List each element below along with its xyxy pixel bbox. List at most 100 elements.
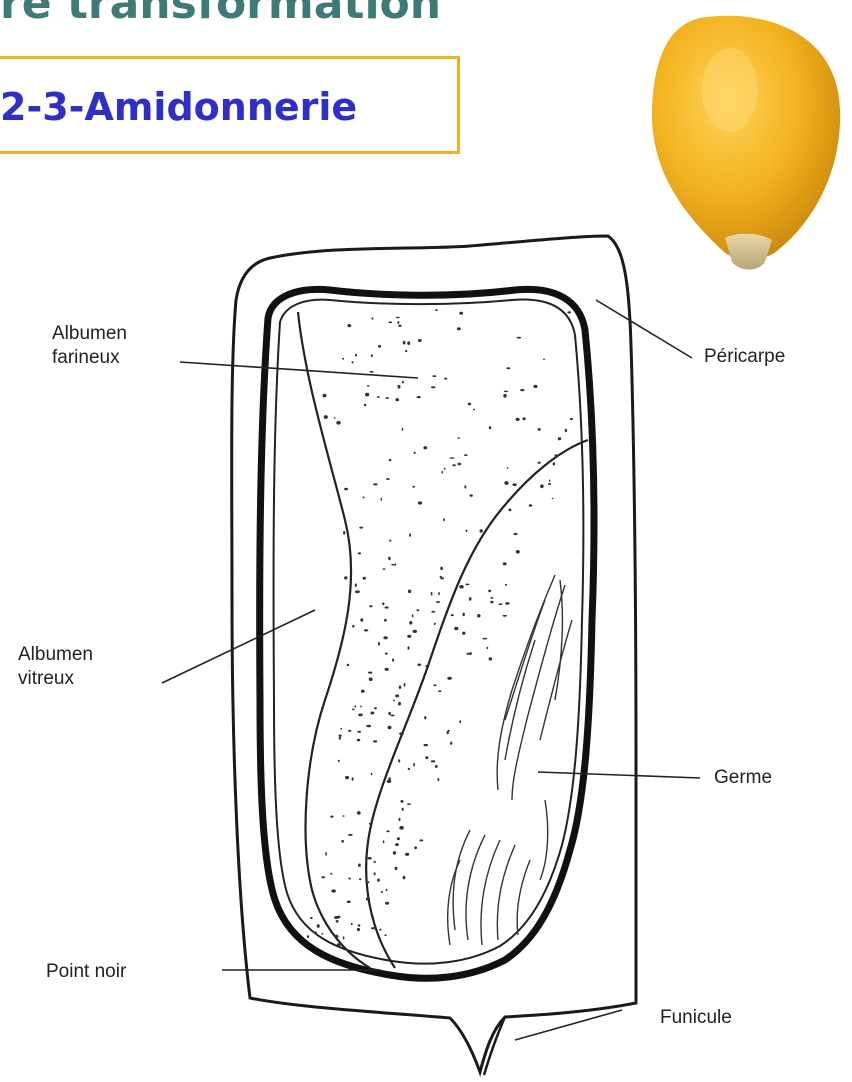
label-albumen-vitreux: Albumen vitreux <box>18 643 93 691</box>
texture-dot <box>432 375 436 377</box>
texture-dot <box>363 497 365 499</box>
texture-dot <box>381 498 383 501</box>
texture-dot <box>345 776 349 779</box>
texture-dot <box>436 601 440 603</box>
texture-dot <box>389 540 391 542</box>
texture-dot <box>405 853 409 856</box>
texture-dot <box>371 773 373 776</box>
texture-dot <box>400 800 403 803</box>
texture-dot <box>409 533 411 537</box>
texture-dot <box>331 889 336 892</box>
texture-dot <box>399 686 402 689</box>
texture-dot <box>407 803 411 805</box>
texture-dot <box>552 498 554 500</box>
texture-dot <box>368 881 370 883</box>
texture-dot <box>330 931 332 933</box>
texture-dot <box>388 712 391 716</box>
texture-dot <box>355 354 357 357</box>
texture-dot <box>386 478 390 480</box>
texture-dot <box>386 830 389 832</box>
texture-dot <box>440 576 442 578</box>
texture-dot <box>357 928 360 931</box>
texture-dot <box>324 415 328 419</box>
texture-dot <box>489 657 493 660</box>
texture-dot <box>347 664 350 666</box>
texture-dot <box>413 763 415 767</box>
texture-dot <box>399 818 401 821</box>
texture-dot <box>345 617 347 620</box>
texture-dot <box>347 901 351 904</box>
label-line: farineux <box>52 346 127 370</box>
texture-dot <box>368 857 372 860</box>
texture-dot <box>335 935 339 939</box>
texture-dot <box>462 632 465 635</box>
texture-dot <box>465 584 469 586</box>
texture-dot <box>533 385 537 388</box>
texture-dot <box>488 590 491 593</box>
texture-dot <box>395 694 399 697</box>
texture-dot <box>385 902 389 905</box>
texture-dot <box>398 325 401 327</box>
texture-dot <box>483 638 488 640</box>
texture-dot <box>371 354 373 357</box>
texture-dot <box>393 700 395 702</box>
texture-dot <box>341 728 343 730</box>
texture-dot <box>425 665 427 667</box>
label-point-noir: Point noir <box>46 960 126 984</box>
texture-dot <box>464 454 468 456</box>
texture-dot <box>555 454 558 456</box>
texture-dot <box>505 584 507 586</box>
texture-dot <box>522 417 525 420</box>
texture-dot <box>444 378 447 380</box>
texture-dot <box>310 917 313 919</box>
texture-dot <box>416 609 419 611</box>
texture-dot <box>359 527 363 529</box>
texture-dot <box>540 484 544 488</box>
texture-dot <box>378 345 381 348</box>
texture-dot <box>418 501 422 504</box>
texture-dot <box>513 483 517 486</box>
texture-dot <box>370 712 374 715</box>
texture-dot <box>395 398 399 401</box>
texture-dot <box>464 485 466 488</box>
texture-dot <box>357 739 360 742</box>
texture-dot <box>321 876 325 878</box>
texture-dot <box>372 917 374 919</box>
texture-dot <box>469 597 472 601</box>
texture-dot <box>504 481 508 485</box>
texture-dot <box>360 618 363 621</box>
texture-dot <box>382 603 384 606</box>
texture-dot <box>490 597 493 599</box>
texture-dot <box>358 864 361 867</box>
texture-dot <box>514 533 518 535</box>
texture-dot <box>490 601 493 604</box>
texture-dot <box>505 602 509 605</box>
texture-dot <box>408 646 410 650</box>
texture-dot <box>337 916 341 919</box>
texture-dot <box>507 467 509 469</box>
texture-dot <box>408 590 411 594</box>
texture-dot <box>348 730 351 732</box>
texture-dot <box>399 826 404 830</box>
texture-dot <box>339 737 341 740</box>
texture-dot <box>431 611 435 613</box>
floury-texture <box>307 309 573 946</box>
texture-dot <box>365 393 369 397</box>
texture-dot <box>366 725 371 728</box>
texture-dot <box>352 361 354 363</box>
texture-dot <box>357 811 361 815</box>
texture-dot <box>388 726 392 729</box>
texture-dot <box>307 935 309 938</box>
label-line: Albumen <box>18 643 93 667</box>
texture-dot <box>433 684 436 686</box>
texture-dot <box>407 341 410 345</box>
label-albumen-farineux: Albumen farineux <box>52 322 127 370</box>
texture-dot <box>344 488 348 491</box>
texture-dot <box>342 815 344 817</box>
texture-dot <box>459 585 464 589</box>
texture-dot <box>393 851 396 855</box>
texture-dot <box>343 936 345 939</box>
texture-dot <box>388 557 391 561</box>
texture-dot <box>435 309 438 311</box>
texture-dot <box>466 530 468 533</box>
